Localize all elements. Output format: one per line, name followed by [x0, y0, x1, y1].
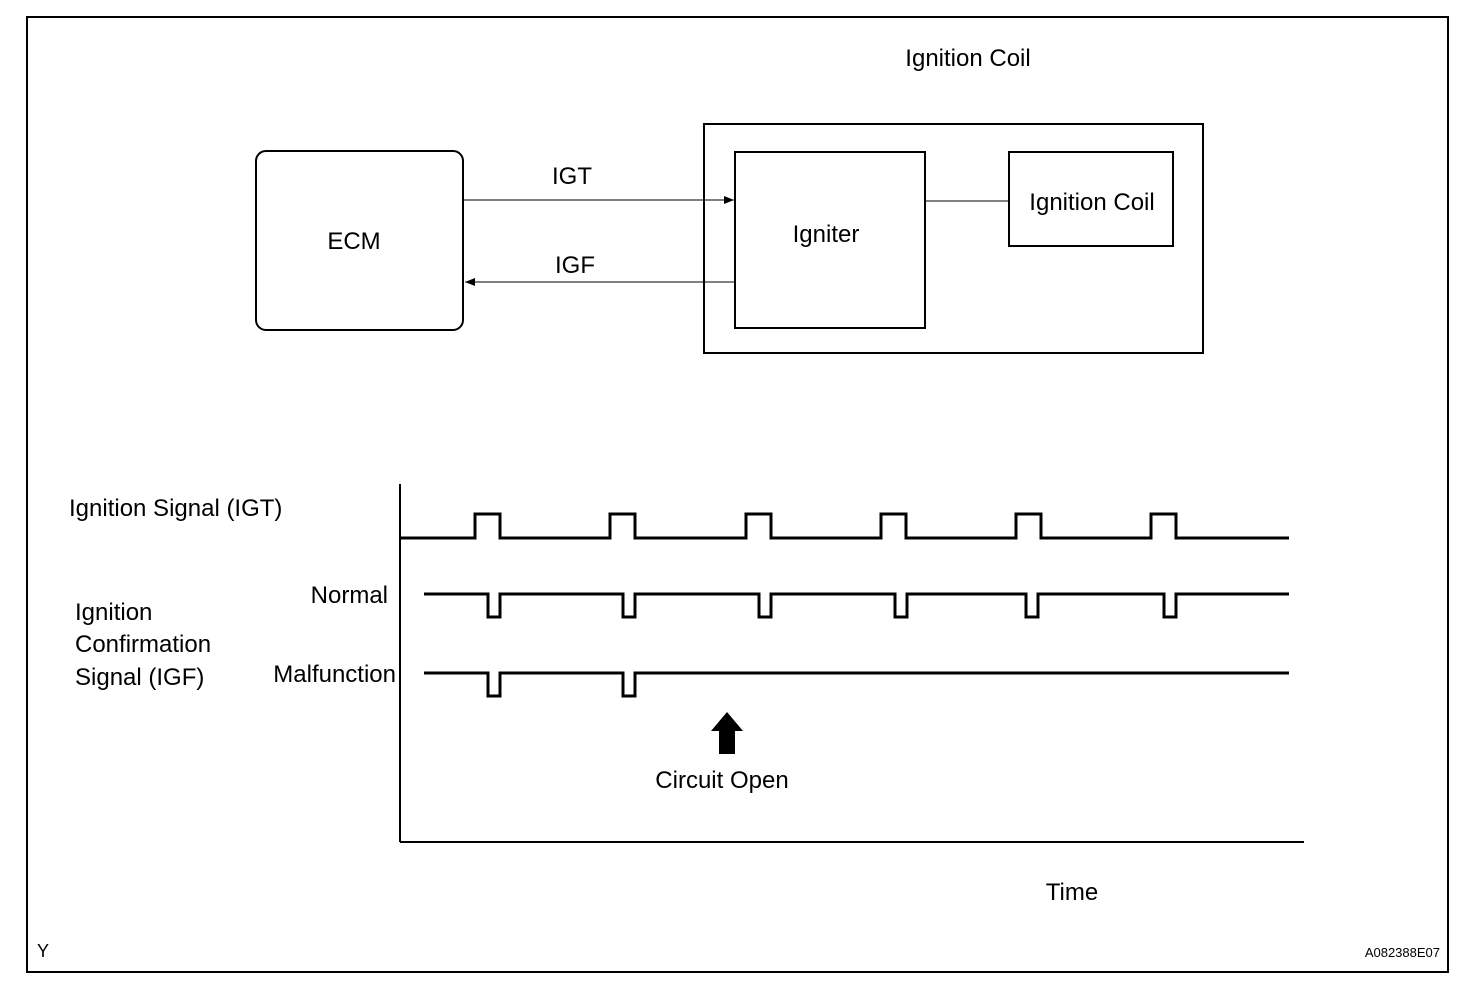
igf-row-label-line1: Ignition — [75, 599, 152, 626]
page-frame — [26, 16, 1449, 973]
igf-signal-label: IGF — [555, 252, 595, 279]
ecm-box — [255, 150, 464, 331]
igniter-label: Igniter — [793, 221, 860, 248]
igniter-box — [734, 151, 926, 329]
ecm-label: ECM — [327, 228, 380, 255]
footer-left-code: Y — [37, 941, 49, 961]
igf-row-label-line3: Signal (IGF) — [75, 664, 204, 691]
time-axis-label: Time — [1046, 879, 1098, 906]
coil-box — [1008, 151, 1174, 247]
igf-normal-waveform — [424, 592, 1289, 619]
igf-malfunction-waveform — [424, 671, 1289, 698]
igt-signal-label: IGT — [552, 163, 592, 190]
igt-waveform — [400, 512, 1289, 540]
normal-row-label: Normal — [311, 582, 388, 609]
igf-row-label-line2: Confirmation — [75, 631, 211, 658]
circuit-open-label: Circuit Open — [655, 767, 788, 794]
coil-label: Ignition Coil — [1029, 189, 1154, 216]
malfunction-row-label: Malfunction — [273, 661, 396, 688]
outer-coil-title: Ignition Coil — [905, 45, 1030, 72]
circuit-open-arrow-icon — [711, 712, 743, 754]
igt-row-label: Ignition Signal (IGT) — [69, 495, 282, 522]
footer-right-code: A082388E07 — [1365, 945, 1440, 960]
ignition-coil-assembly-box — [703, 123, 1204, 354]
